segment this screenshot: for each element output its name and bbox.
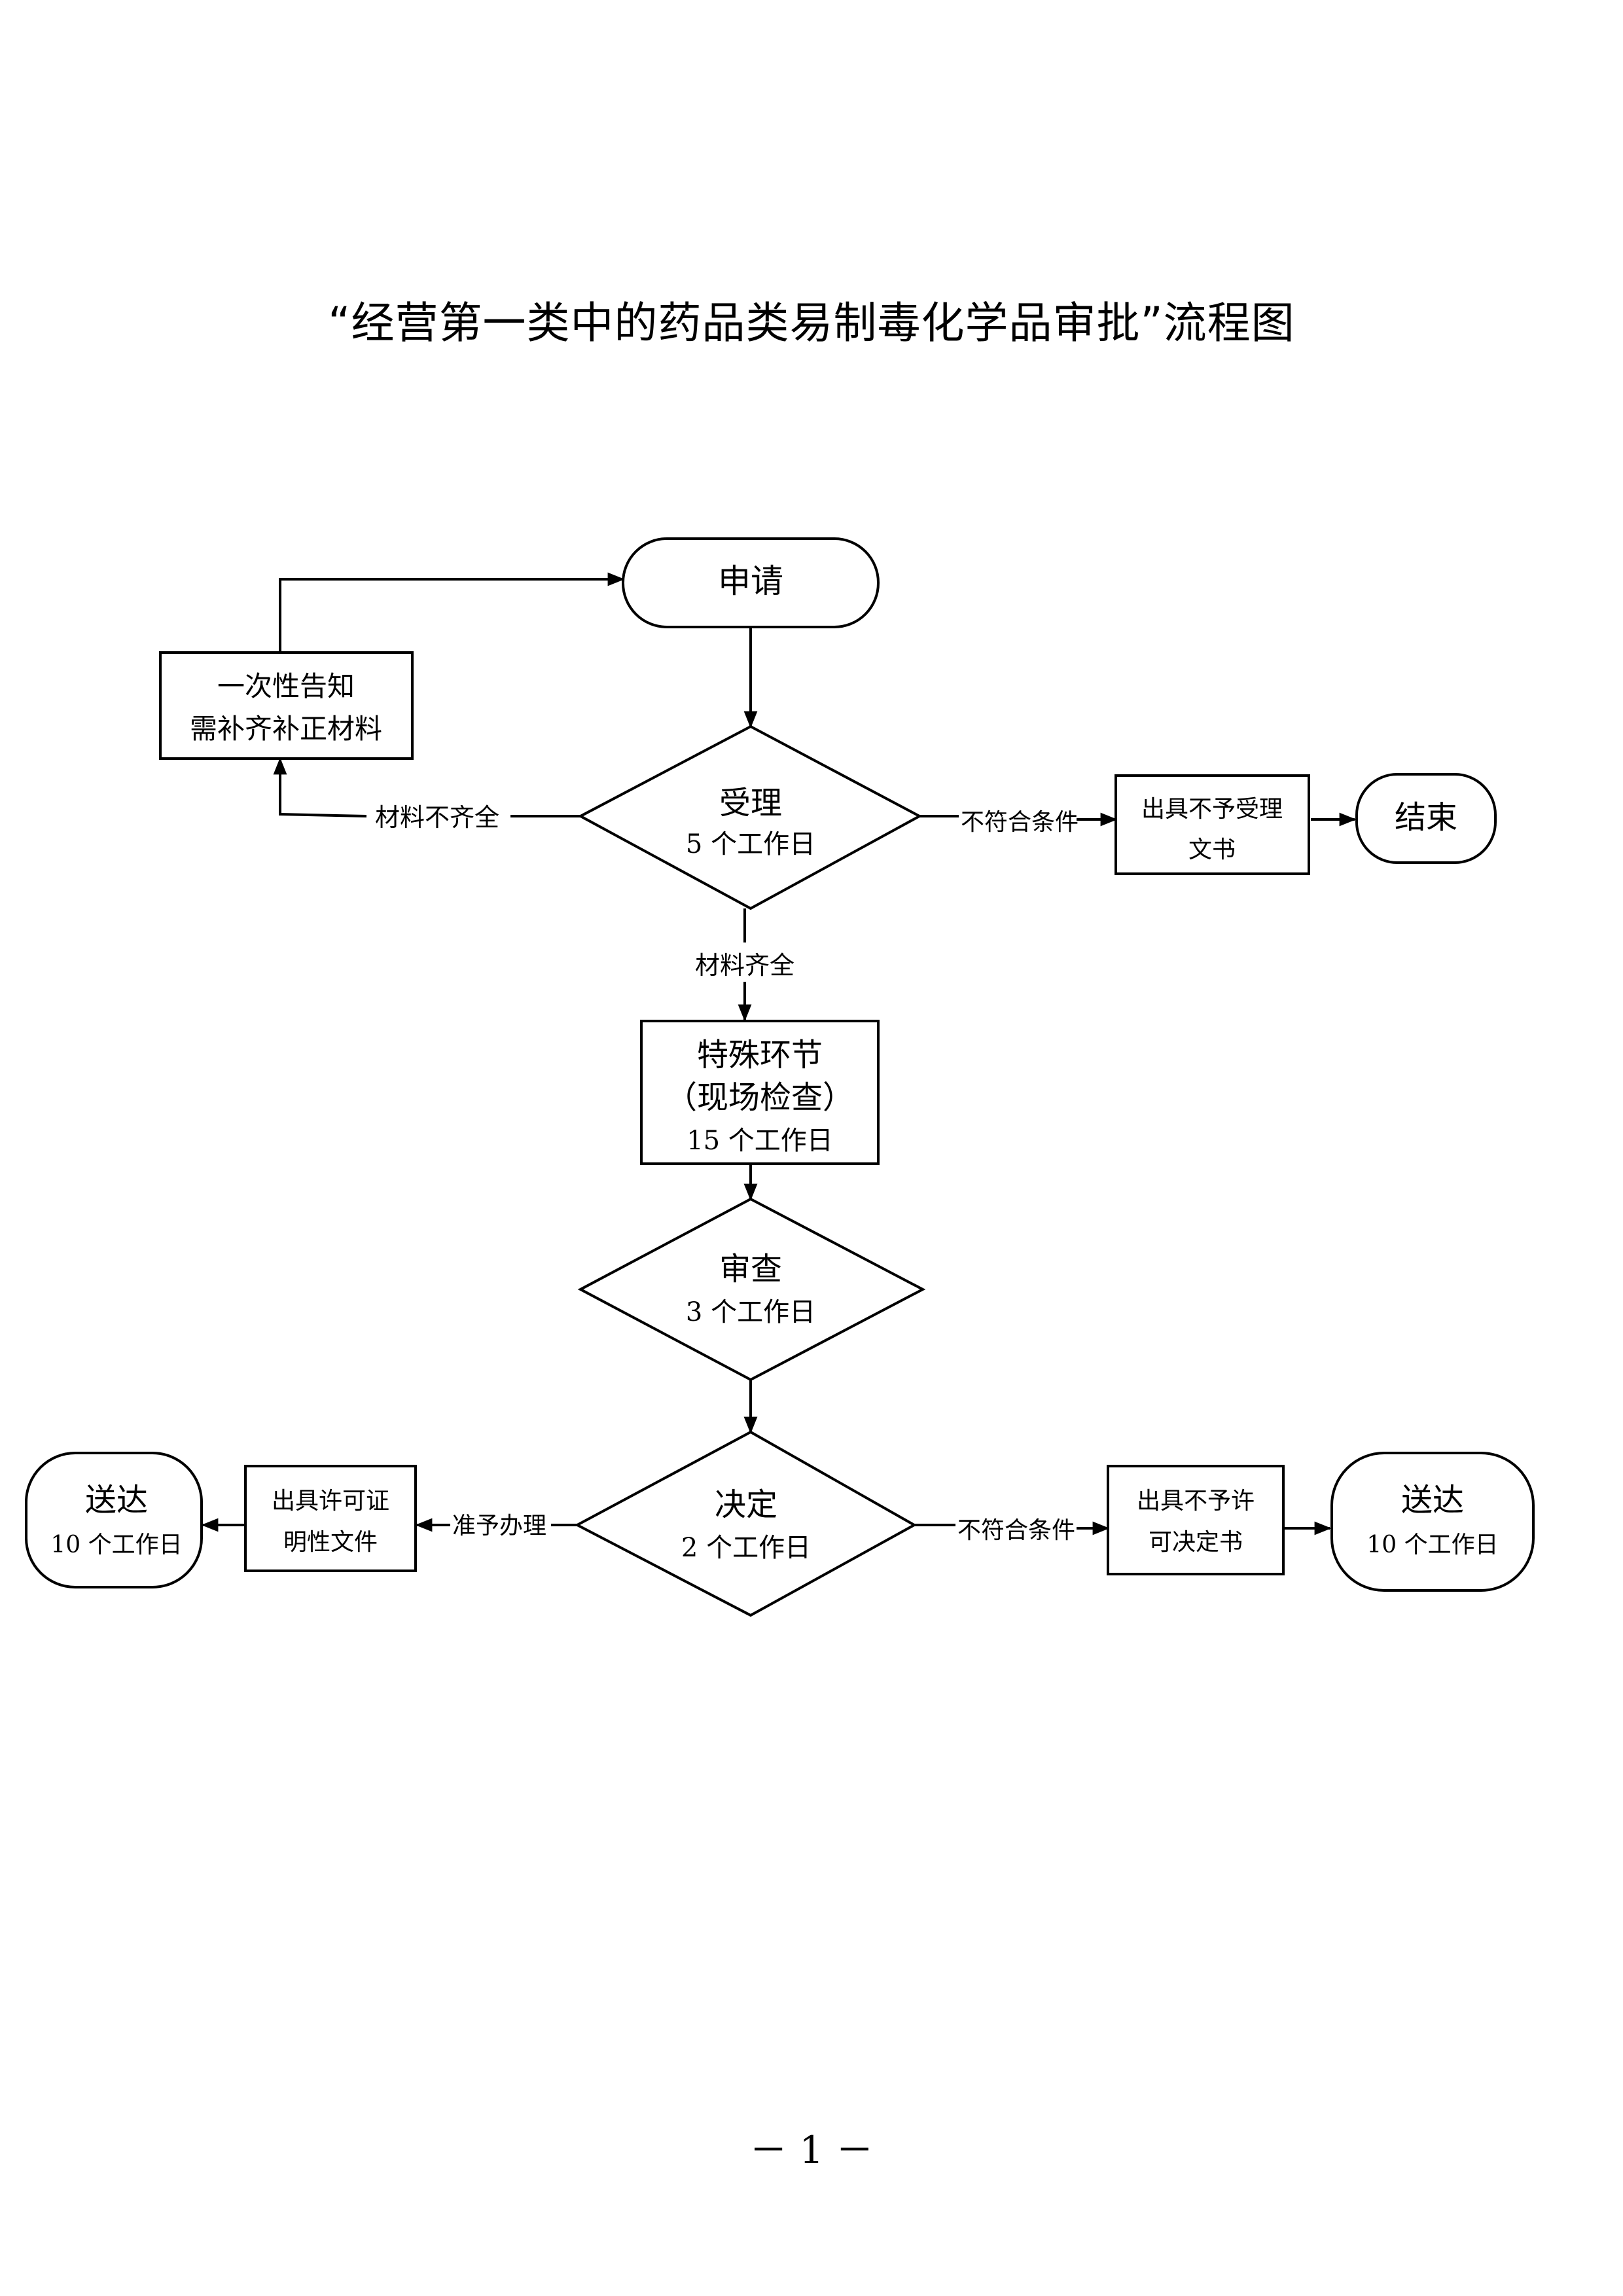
- node-permit-doc: 出具许可证 明性文件: [244, 1465, 417, 1572]
- node-accept-label: 受理: [719, 785, 782, 821]
- node-end-label: 结束: [1395, 799, 1457, 836]
- node-reject-accept-doc: 出具不予受理 文书: [1115, 774, 1310, 875]
- edge-notice-apply: [279, 572, 625, 653]
- node-notice-line2: 需补齐补正材料: [190, 713, 382, 745]
- node-deny-doc-line2: 可决定书: [1149, 1529, 1243, 1556]
- node-reject-accept-line2: 文书: [1188, 836, 1236, 863]
- page-number: － 1 －: [749, 2128, 874, 2172]
- node-review-days: 3 个工作日: [686, 1297, 815, 1327]
- node-notice: 一次性告知 需补齐补正材料: [159, 651, 414, 760]
- edge-incomplete-to-notice: [273, 757, 367, 817]
- node-accept-days: 5 个工作日: [686, 829, 815, 859]
- node-apply-label: 申请: [718, 562, 783, 600]
- node-decide-label: 决定: [715, 1486, 777, 1523]
- node-deliver-right-label: 送达: [1401, 1482, 1464, 1518]
- node-deliver-right: 送达 10 个工作日: [1330, 1452, 1535, 1592]
- node-review-label: 审查: [719, 1251, 782, 1287]
- edge-label-approved: 准予办理: [452, 1513, 546, 1539]
- node-reject-accept-line1: 出具不予受理: [1141, 796, 1283, 823]
- node-review: 审查 3 个工作日: [577, 1197, 926, 1382]
- node-special: 特殊环节 （现场检查） 15 个工作日: [640, 1020, 880, 1165]
- edge-label-not-qualified-2: 不符合条件: [957, 1517, 1075, 1544]
- node-deliver-left: 送达 10 个工作日: [25, 1452, 203, 1588]
- node-deny-doc-line1: 出具不予许: [1137, 1488, 1255, 1515]
- node-special-days: 15 个工作日: [687, 1126, 833, 1156]
- node-permit-doc-line1: 出具许可证: [272, 1488, 389, 1515]
- node-notice-line1: 一次性告知: [217, 670, 355, 702]
- node-end: 结束: [1355, 773, 1497, 864]
- node-special-line1: 特殊环节: [697, 1037, 823, 1073]
- edge-label-complete: 材料齐全: [695, 951, 794, 980]
- edge-label-incomplete: 材料不齐全: [375, 803, 499, 832]
- node-deny-doc: 出具不予许 可决定书: [1107, 1465, 1285, 1575]
- node-accept: 受理 5 个工作日: [577, 725, 923, 910]
- node-decide: 决定 2 个工作日: [574, 1430, 918, 1617]
- node-apply: 申请: [622, 537, 880, 628]
- node-deliver-right-days: 10 个工作日: [1366, 1532, 1498, 1558]
- node-deliver-left-days: 10 个工作日: [50, 1532, 182, 1558]
- node-decide-days: 2 个工作日: [681, 1533, 811, 1563]
- connectors: [201, 572, 1357, 1535]
- node-deliver-left-label: 送达: [85, 1482, 148, 1518]
- node-permit-doc-line2: 明性文件: [283, 1529, 378, 1556]
- page-title: “经营第一类中的药品类易制毒化学品审批”流程图: [328, 298, 1295, 348]
- node-special-line2: （现场检查）: [666, 1079, 854, 1116]
- edge-label-not-qualified-1: 不符合条件: [961, 809, 1079, 836]
